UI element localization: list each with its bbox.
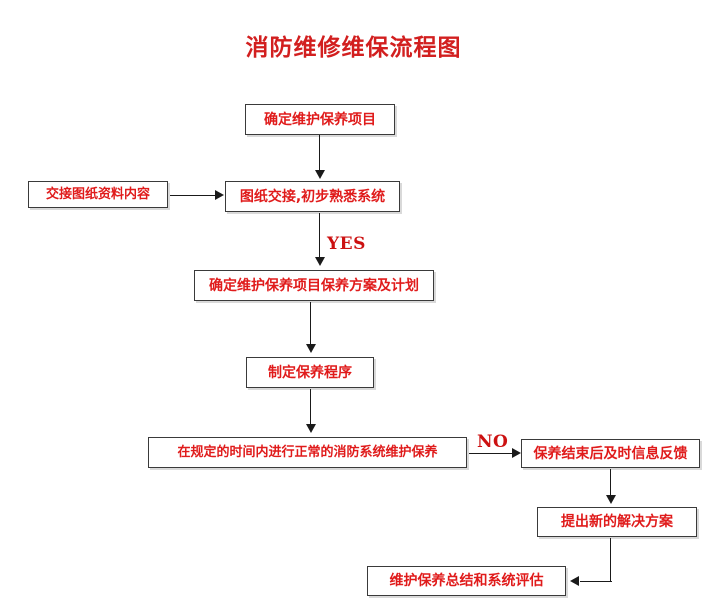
flow-node-label: 提出新的解决方案 xyxy=(561,514,673,530)
flow-node-label: 确定维护保养项目保养方案及计划 xyxy=(209,277,419,294)
connector-n7-n8-line xyxy=(610,469,611,497)
flow-node-maintenance-summary-system-evaluation[interactable]: 维护保养总结和系统评估 xyxy=(367,566,566,596)
connector-n1-n3-line xyxy=(319,135,320,172)
connector-n8-n9-arrowhead xyxy=(570,576,579,586)
flow-node-handover-drawing-materials[interactable]: 交接图纸资料内容 xyxy=(28,181,168,208)
flow-node-establish-maintenance-procedure[interactable]: 制定保养程序 xyxy=(246,357,374,388)
connector-n2-n3-arrowhead xyxy=(215,190,224,200)
connector-n5-n6-arrowhead xyxy=(306,424,316,433)
flow-node-propose-new-solution[interactable]: 提出新的解决方案 xyxy=(537,507,697,537)
flow-node-label: 确定维护保养项目 xyxy=(264,111,376,128)
flow-node-drawing-handover-familiarize-system[interactable]: 图纸交接,初步熟悉系统 xyxy=(225,181,400,212)
flow-node-confirm-maintenance-plan[interactable]: 确定维护保养项目保养方案及计划 xyxy=(194,270,434,301)
flow-node-label: 在规定的时间内进行正常的消防系统维护保养 xyxy=(177,445,438,460)
flow-node-perform-routine-fire-system-maintenance[interactable]: 在规定的时间内进行正常的消防系统维护保养 xyxy=(148,437,467,468)
flow-node-timely-feedback-after-maintenance[interactable]: 保养结束后及时信息反馈 xyxy=(521,439,700,468)
flow-node-label: 维护保养总结和系统评估 xyxy=(389,573,544,589)
connector-n4-n5-line xyxy=(310,302,311,346)
connector-n2-n3-line xyxy=(170,195,216,196)
flow-node-label: 制定保养程序 xyxy=(268,364,352,381)
connector-n6-n7-arrowhead xyxy=(512,448,521,458)
page-title: 消防维修维保流程图 xyxy=(245,35,462,61)
flow-node-confirm-maintenance-project[interactable]: 确定维护保养项目 xyxy=(245,104,395,135)
flow-node-label: 图纸交接,初步熟悉系统 xyxy=(239,188,386,205)
connector-n4-n5-arrowhead xyxy=(306,344,316,353)
flow-node-label: 保养结束后及时信息反馈 xyxy=(533,445,688,462)
edge-label-yes: YES xyxy=(327,234,366,254)
edge-label-no: NO xyxy=(477,432,509,452)
connector-n1-n3-arrowhead xyxy=(315,170,325,179)
connector-n7-n8-arrowhead xyxy=(606,495,616,504)
connector-n3-n4-line xyxy=(319,213,320,259)
connector-n8-n9-horizontal xyxy=(580,581,612,582)
flow-node-label: 交接图纸资料内容 xyxy=(45,187,150,202)
connector-n6-n7-line xyxy=(469,453,513,454)
connector-n5-n6-line xyxy=(310,389,311,425)
connector-n8-n9-vertical xyxy=(610,538,611,581)
connector-n3-n4-arrowhead xyxy=(315,257,325,266)
